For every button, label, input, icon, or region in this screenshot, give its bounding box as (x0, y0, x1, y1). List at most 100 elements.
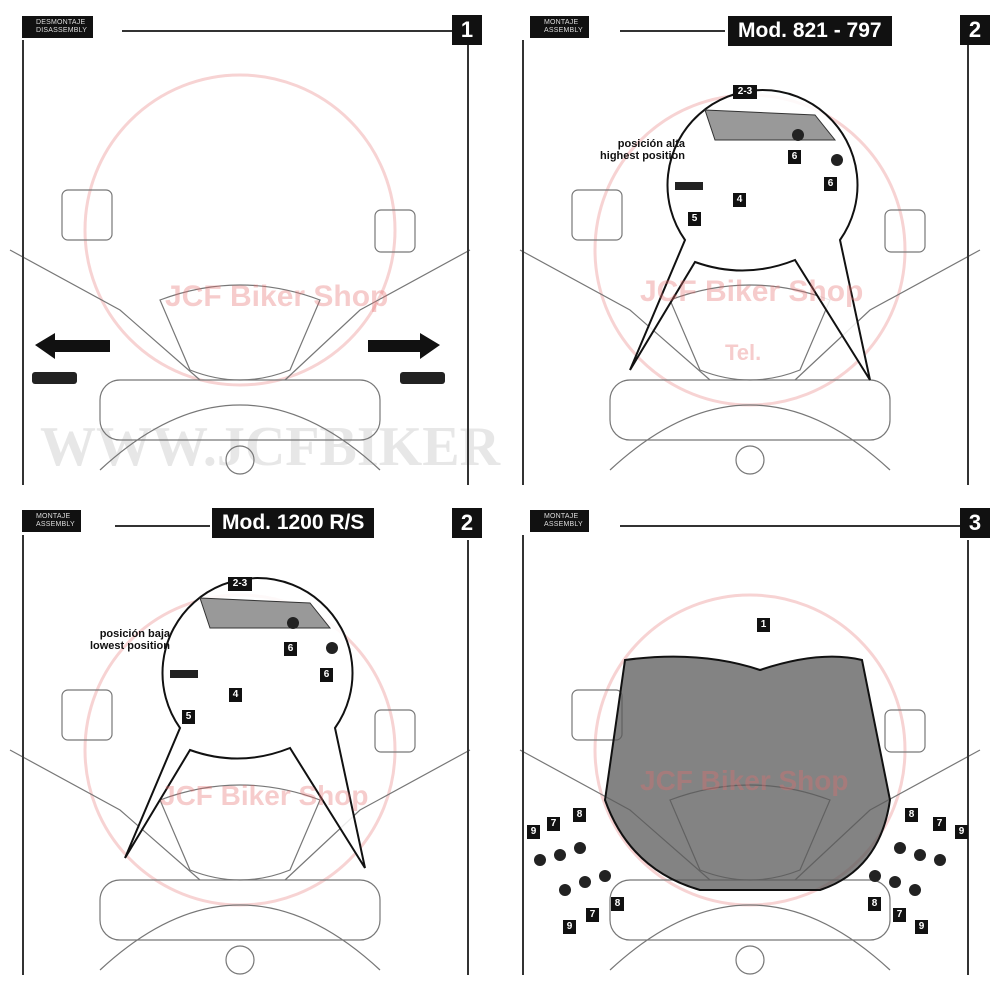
step-number: 3 (960, 508, 990, 538)
nut (831, 154, 843, 166)
step-number: 2 (452, 508, 482, 538)
tag-line-es: DESMONTAJE (36, 19, 86, 26)
reservoir (374, 709, 416, 753)
frame-top (620, 525, 960, 527)
position-en: highest position (600, 150, 685, 162)
frame-right (967, 540, 969, 975)
washer (934, 854, 946, 866)
callout: 6 (284, 642, 297, 656)
headlight (609, 404, 891, 471)
arrow-left-icon (35, 333, 110, 359)
handlebar-right (794, 249, 981, 381)
fork-crown (99, 379, 381, 441)
washer (554, 849, 566, 861)
frame-left (522, 40, 524, 485)
callout: 8 (611, 897, 624, 911)
tag-line-en: ASSEMBLY (36, 521, 75, 528)
handlebar-left (519, 249, 711, 381)
frame-right (967, 45, 969, 485)
frame-top (115, 525, 210, 527)
handlebar-left (9, 749, 201, 881)
tag-line-en: DISASSEMBLY (36, 27, 88, 34)
callout: 7 (547, 817, 560, 831)
callout: 9 (915, 920, 928, 934)
nut (326, 642, 338, 654)
callout: 9 (527, 825, 540, 839)
callout: 4 (229, 688, 242, 702)
headlight-cowl (159, 284, 321, 381)
frame-left (22, 40, 24, 485)
headlight (99, 904, 381, 971)
position-en: lowest position (89, 640, 170, 652)
washer (869, 870, 881, 882)
callout: 8 (868, 897, 881, 911)
tag-line-es: MONTAJE (544, 19, 579, 26)
reservoir (571, 189, 623, 241)
handlebar-right (284, 249, 471, 381)
tag-line-en: ASSEMBLY (544, 27, 583, 34)
tag-line-en: ASSEMBLY (544, 521, 583, 528)
frame-top (620, 30, 725, 32)
callout: 5 (688, 212, 701, 226)
handlebar-left (9, 249, 201, 381)
reservoir (61, 689, 113, 741)
washer (914, 849, 926, 861)
headlight-cowl (159, 784, 321, 881)
tag-line-es: MONTAJE (544, 513, 579, 520)
callout: 6 (788, 150, 801, 164)
bolt (170, 670, 198, 678)
washer (579, 876, 591, 888)
callout: 1 (757, 618, 770, 632)
reservoir (374, 209, 416, 253)
headlight-bulb (735, 445, 765, 475)
headlight (99, 404, 381, 471)
nut (287, 617, 299, 629)
callout: 8 (905, 808, 918, 822)
callout: 4 (733, 193, 746, 207)
reservoir (884, 709, 926, 753)
frame-right (467, 540, 469, 975)
callout: 7 (933, 817, 946, 831)
callout: 9 (955, 825, 968, 839)
nut (792, 129, 804, 141)
handlebar-right (284, 749, 471, 881)
model-label: Mod. 1200 R/S (212, 508, 375, 538)
position-es: posición baja (99, 628, 170, 640)
headlight (609, 904, 891, 971)
frame-left (22, 535, 24, 975)
frame-left (522, 535, 524, 975)
tag-line-es: MONTAJE (36, 513, 71, 520)
headlight-bulb (735, 945, 765, 975)
bolt (675, 182, 703, 190)
washer (559, 884, 571, 896)
callout: 7 (586, 908, 599, 922)
washer (574, 842, 586, 854)
washer (889, 876, 901, 888)
callout: 5 (182, 710, 195, 724)
callout: 8 (573, 808, 586, 822)
screw (32, 372, 77, 384)
callout: 6 (320, 668, 333, 682)
headlight-bulb (225, 445, 255, 475)
screw (400, 372, 445, 384)
callout: 2-3 (733, 85, 757, 99)
frame-top (122, 30, 452, 32)
watermark-seal (83, 73, 397, 387)
reservoir (884, 209, 926, 253)
position-es: posición alta (617, 138, 685, 150)
callout: 9 (563, 920, 576, 934)
frame-right (467, 45, 469, 485)
fork-crown (99, 879, 381, 941)
callout: 6 (824, 177, 837, 191)
callout: 2-3 (228, 577, 252, 591)
washer (534, 854, 546, 866)
washer (599, 870, 611, 882)
step-number: 1 (452, 15, 482, 45)
